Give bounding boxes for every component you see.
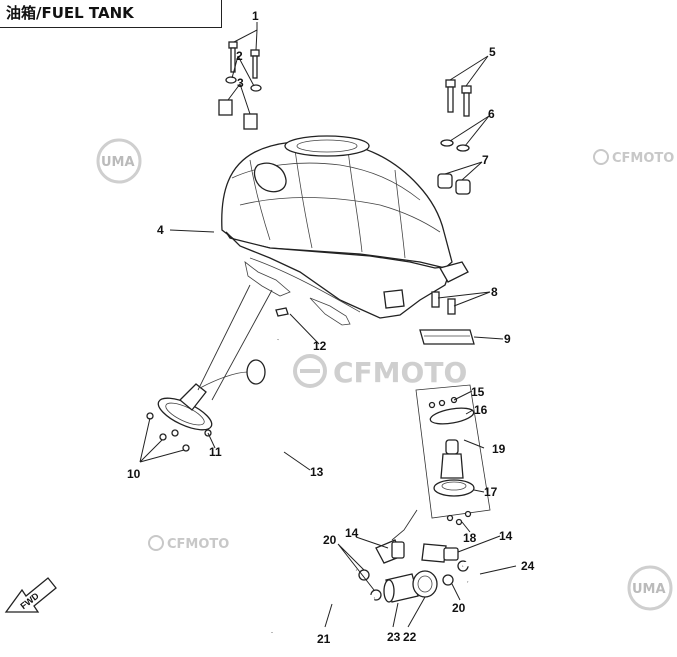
watermark-cfmoto-left: CFMOTO (148, 535, 229, 552)
callout-labels: 1 2 3 4 5 6 7 8 9 10 11 12 13 14 14 15 1… (127, 9, 535, 646)
pad-9 (419, 329, 475, 345)
callout-24: 24 (521, 559, 535, 573)
bolt-1-right (250, 49, 260, 79)
grommet-7-left (437, 173, 453, 189)
callout-21: 21 (317, 632, 331, 646)
screws-10 (146, 412, 212, 452)
collar-8-left (431, 291, 440, 308)
callout-20-left: 20 (323, 533, 337, 547)
callout-17: 17 (484, 485, 498, 499)
svg-text:UMA: UMA (101, 155, 135, 170)
callout-23: 23 (387, 630, 401, 644)
watermark-uma-left: UMA (96, 138, 142, 184)
callout-3: 3 (237, 76, 244, 90)
callout-13: 13 (310, 465, 324, 479)
clip-12 (275, 307, 289, 317)
clamp-20-a (358, 569, 370, 581)
callout-14-right: 14 (499, 529, 513, 543)
fuel-filter-23 (383, 573, 419, 603)
callout-16: 16 (474, 403, 488, 417)
callout-10: 10 (127, 467, 141, 481)
washer-2-right (250, 84, 262, 92)
washer-6-left (440, 139, 454, 147)
diagram-title: 油箱/FUEL TANK (0, 0, 222, 28)
callout-15: 15 (471, 385, 485, 399)
fwd-arrow-icon: FWD (4, 577, 57, 613)
clamp-20-c (442, 574, 454, 586)
screw-15-a (428, 401, 436, 409)
bolt-5-left (445, 79, 456, 113)
callout-2: 2 (236, 49, 243, 63)
svg-text:CFMOTO: CFMOTO (612, 151, 674, 166)
callout-19: 19 (492, 442, 506, 456)
collar-8-right (447, 298, 456, 315)
svg-text:CFMOTO: CFMOTO (333, 356, 467, 389)
callout-9: 9 (504, 332, 511, 346)
callout-5: 5 (489, 45, 496, 59)
callout-18: 18 (463, 531, 477, 545)
fuel-tank (221, 135, 469, 326)
washer-2-left (225, 76, 237, 84)
leader-lines (139, 22, 517, 628)
washer-6-right (456, 144, 470, 152)
svg-text:CFMOTO: CFMOTO (167, 537, 229, 552)
callout-6: 6 (488, 107, 495, 121)
screw-15-b (438, 399, 446, 407)
callout-12: 12 (313, 339, 327, 353)
fuel-pump-11 (157, 359, 266, 431)
gasket-16 (429, 407, 475, 425)
filter-bracket-22 (412, 570, 438, 598)
watermark-cfmoto-large: CFMOTO (293, 354, 467, 389)
callout-11: 11 (209, 445, 222, 459)
grommet-7-right (455, 179, 471, 195)
svg-text:UMA: UMA (632, 582, 666, 597)
callout-1: 1 (252, 9, 259, 23)
connector-14-right (421, 543, 459, 563)
callout-14-left: 14 (345, 526, 359, 540)
collar-3-left (218, 99, 233, 116)
bolt-5-right (461, 85, 472, 117)
bolt-1-left (228, 41, 238, 73)
connector-14-left (375, 539, 405, 564)
fuel-sender-17 (433, 439, 475, 497)
callout-22: 22 (403, 630, 417, 644)
watermark-uma-right: UMA (627, 565, 673, 611)
screws-18 (446, 510, 472, 526)
callout-7: 7 (482, 153, 489, 167)
collar-3-right (243, 113, 258, 130)
callout-20-right: 20 (452, 601, 466, 615)
watermark-cfmoto-right: CFMOTO (593, 149, 674, 166)
callout-8: 8 (491, 285, 498, 299)
callout-4: 4 (157, 223, 164, 237)
